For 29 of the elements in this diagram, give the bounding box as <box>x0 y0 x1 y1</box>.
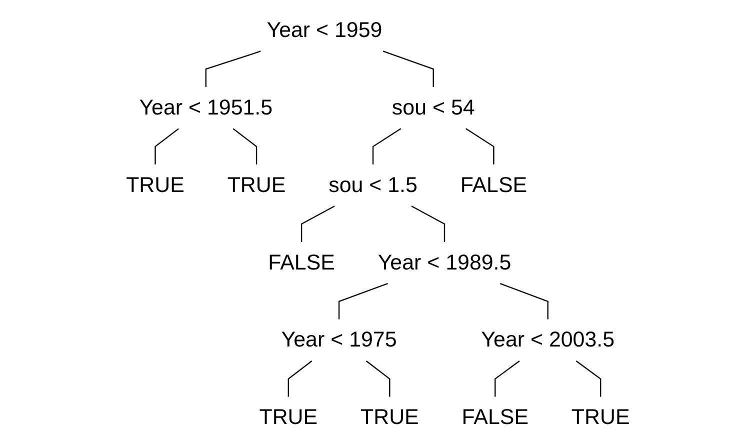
node-text: Year < 1959 <box>266 18 382 42</box>
connector <box>232 128 258 164</box>
connector <box>576 360 602 397</box>
node-text: FALSE <box>268 250 335 274</box>
connector <box>301 206 335 242</box>
connector <box>466 128 494 164</box>
node-text: FALSE <box>462 405 529 429</box>
node-text: TRUE <box>126 172 185 197</box>
node-text: Year < 1975 <box>281 328 397 352</box>
node-text: TRUE <box>360 405 419 429</box>
connector <box>288 360 312 397</box>
node-text: TRUE <box>259 405 318 429</box>
connector <box>494 360 520 397</box>
connector <box>154 128 180 164</box>
connector <box>366 360 390 397</box>
connector <box>411 206 446 242</box>
connector <box>338 283 388 320</box>
node-text: Year < 1951.5 <box>139 95 273 120</box>
node-text: sou < 1.5 <box>328 172 418 197</box>
connector <box>372 128 402 164</box>
node-text: sou < 54 <box>392 95 475 120</box>
connector <box>500 283 549 320</box>
node-text: TRUE <box>227 172 286 197</box>
node-text: Year < 2003.5 <box>481 328 615 352</box>
node-text: TRUE <box>571 405 630 429</box>
connector <box>382 50 434 87</box>
node-text: FALSE <box>460 172 528 197</box>
node-text: Year < 1989.5 <box>378 250 512 274</box>
connector <box>205 50 261 87</box>
